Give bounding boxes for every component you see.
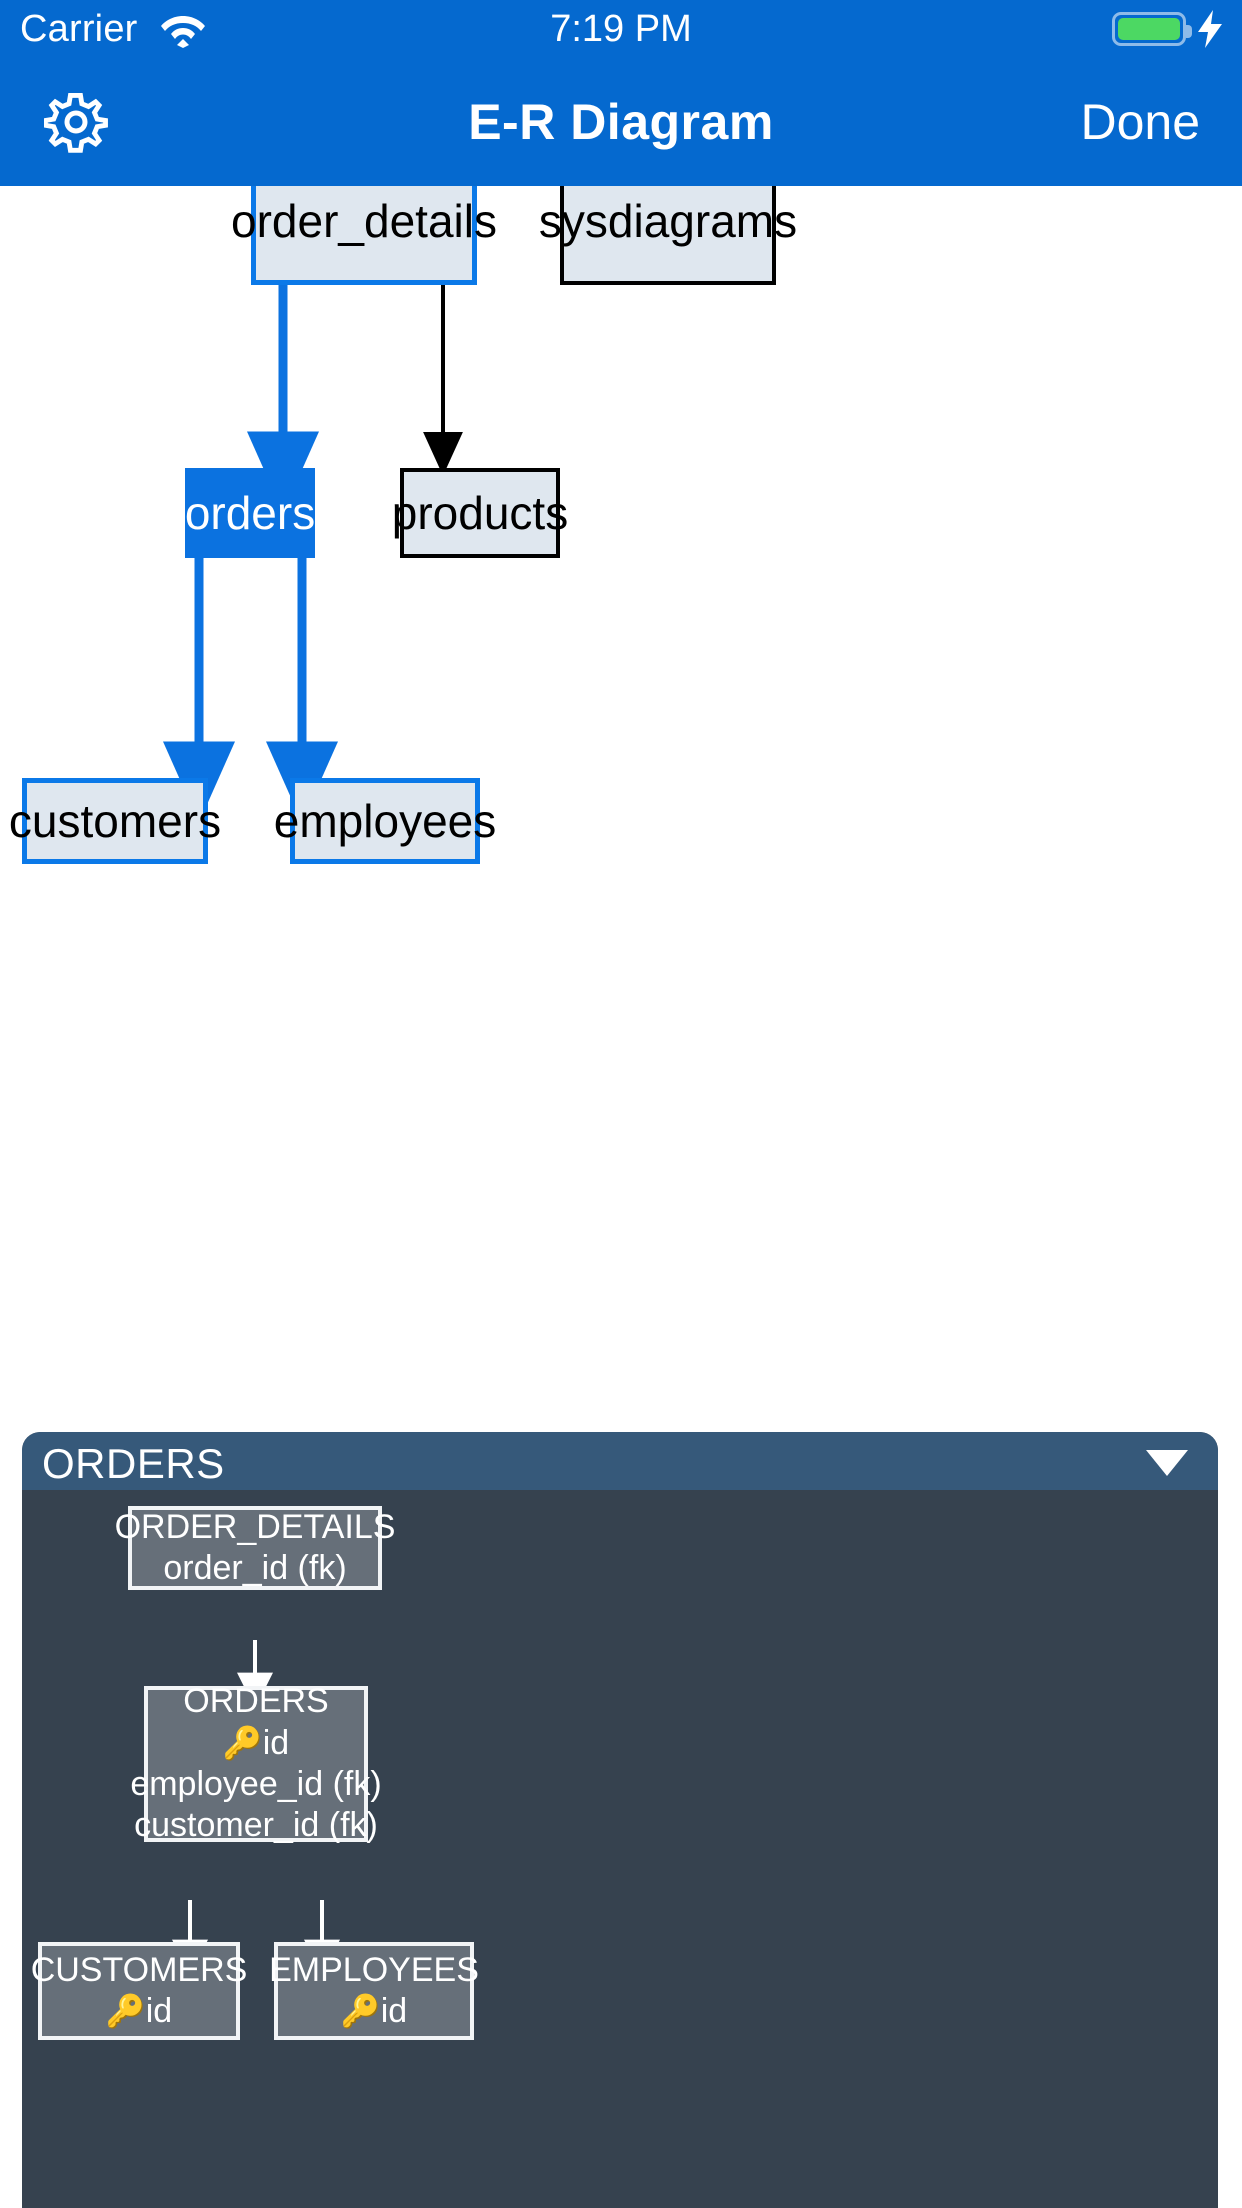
node-customers[interactable]: customers xyxy=(9,778,221,864)
node-sysdiagrams[interactable]: sysdiagrams xyxy=(539,186,797,285)
schema-primary-key: 🔑id xyxy=(341,1991,407,2032)
schema-edges xyxy=(172,1640,340,1976)
er-diagram-canvas[interactable]: order_details sysdiagrams orders product… xyxy=(0,186,1242,1408)
wifi-icon xyxy=(161,16,205,48)
schema-node-title: EMPLOYEES xyxy=(269,1950,479,1989)
lightning-bolt-icon xyxy=(1198,10,1222,48)
detail-panel-body[interactable]: ORDER_DETAILS order_id (fk) ORDERS 🔑id e… xyxy=(22,1490,1218,2208)
page-title: E-R Diagram xyxy=(468,94,774,150)
node-order-details[interactable]: order_details xyxy=(231,186,497,285)
status-bar: Carrier 7:19 PM xyxy=(0,0,1242,58)
schema-node-title: ORDERS xyxy=(183,1682,329,1721)
schema-node-order-details[interactable]: ORDER_DETAILS order_id (fk) xyxy=(115,1506,395,1590)
schema-node-employees[interactable]: EMPLOYEES 🔑id xyxy=(269,1942,479,2040)
node-orders[interactable]: orders xyxy=(185,468,315,558)
node-employees[interactable]: employees xyxy=(274,778,496,864)
gear-icon[interactable] xyxy=(44,90,108,154)
battery-full-icon xyxy=(1112,12,1192,46)
detail-panel-title: ORDERS xyxy=(42,1440,225,1487)
detail-panel-header[interactable]: ORDERS xyxy=(22,1432,1218,1490)
key-icon: 🔑 xyxy=(222,1724,263,1761)
key-icon: 🔑 xyxy=(340,1993,381,2029)
navigation-bar: E-R Diagram Done xyxy=(0,58,1242,186)
schema-pk-label: id xyxy=(262,1723,290,1762)
chevron-down-icon[interactable] xyxy=(1146,1450,1188,1476)
schema-pk-label: id xyxy=(380,1992,408,2030)
battery-level-fill xyxy=(1118,18,1180,40)
node-products[interactable]: products xyxy=(392,468,568,558)
schema-field: employee_id (fk) xyxy=(130,1765,382,1803)
schema-primary-key: 🔑id xyxy=(223,1723,289,1764)
done-button[interactable]: Done xyxy=(1080,94,1200,150)
schema-node-orders[interactable]: ORDERS 🔑id employee_id (fk) customer_id … xyxy=(130,1682,381,1844)
schema-primary-key: 🔑id xyxy=(106,1991,172,2032)
key-icon: 🔑 xyxy=(105,1993,146,2029)
carrier-label: Carrier xyxy=(20,8,138,50)
schema-field: order_id (fk) xyxy=(163,1549,347,1587)
schema-node-title: ORDER_DETAILS xyxy=(114,1507,396,1546)
schema-pk-label: id xyxy=(145,1992,173,2030)
detail-panel: ORDERS ORDER_DETAILS order_id (fk) ORDER xyxy=(22,1432,1218,2208)
schema-node-customers[interactable]: CUSTOMERS 🔑id xyxy=(31,1942,247,2040)
schema-field: customer_id (fk) xyxy=(134,1806,378,1845)
er-edges xyxy=(163,285,463,823)
schema-node-title: CUSTOMERS xyxy=(30,1950,248,1989)
clock-label: 7:19 PM xyxy=(550,8,692,50)
